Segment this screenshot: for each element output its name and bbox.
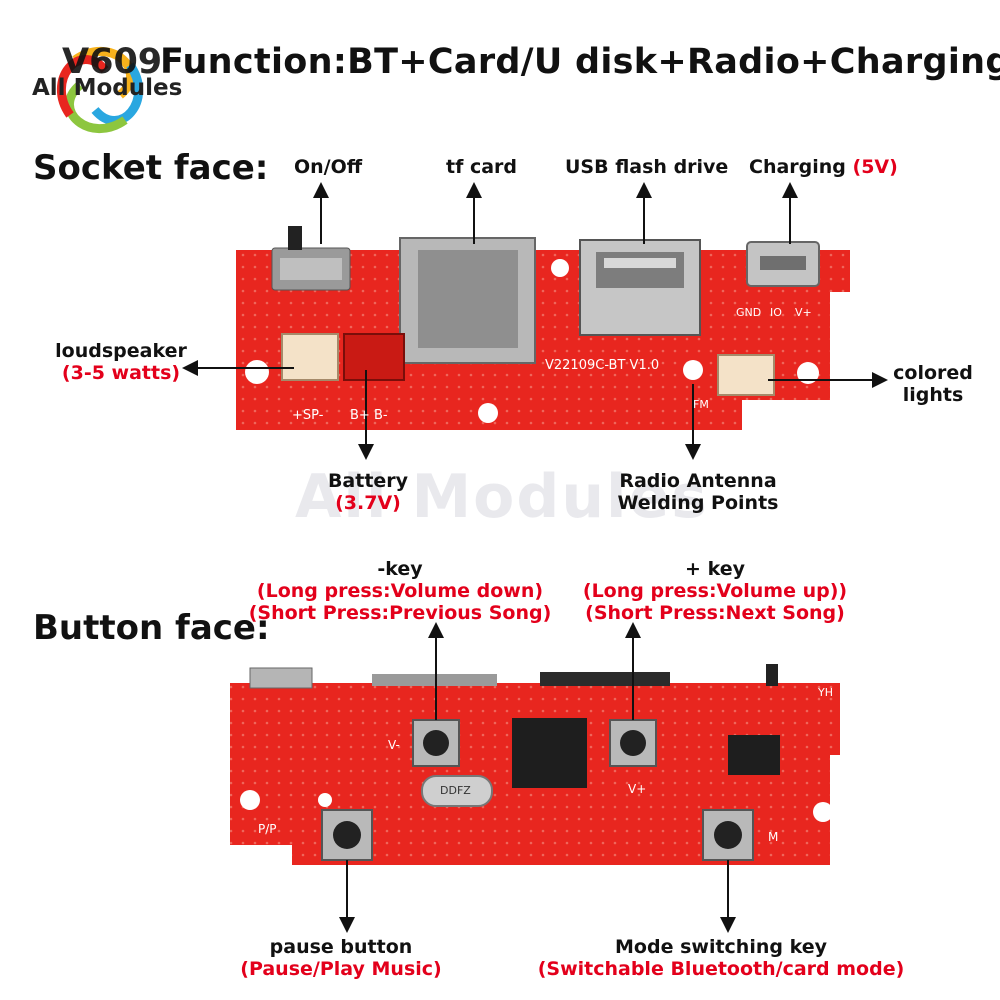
silk-m: M: [768, 830, 779, 844]
page-title: Function:BT+Card/U disk+Radio+Charging: [160, 42, 1000, 82]
label-pause-title: pause button: [269, 936, 413, 958]
silk-gnd: GND: [736, 306, 762, 319]
label-plus-key-short: (Short Press:Next Song): [585, 602, 845, 624]
label-battery-text: Battery: [327, 470, 409, 492]
label-minus-key-long: (Long press:Volume down): [256, 580, 544, 602]
label-pause-button: pause button (Pause/Play Music): [230, 936, 452, 980]
socket-face-board: [236, 226, 850, 430]
button-face-heading: Button face:: [33, 608, 270, 648]
label-on-off: On/Off: [294, 156, 363, 178]
silk-io: IO: [770, 306, 782, 319]
label-usb-flash-drive: USB flash drive: [565, 156, 729, 178]
label-radio-2: Welding Points: [617, 492, 779, 514]
label-mode-desc: (Switchable Bluetooth/card mode): [537, 958, 905, 980]
silk-speaker: +SP-: [292, 408, 324, 423]
silk-vplus: V+: [795, 306, 812, 319]
socket-face-heading: Socket face:: [33, 148, 269, 188]
label-minus-key-title: -key: [377, 558, 423, 580]
label-plus-key: + key (Long press:Volume up)) (Short Pre…: [578, 558, 852, 624]
button-face-board: [230, 664, 840, 865]
label-battery: Battery (3.7V): [318, 470, 418, 514]
label-plus-key-long: (Long press:Volume up)): [582, 580, 848, 602]
label-charging-text: Charging: [749, 156, 846, 178]
watermark-text: All Modules: [295, 462, 710, 532]
label-colored-lights-2: lights: [902, 384, 964, 406]
label-radio-1: Radio Antenna: [619, 470, 777, 492]
silk-pp: P/P: [258, 822, 277, 836]
label-minus-key-short: (Short Press:Previous Song): [248, 602, 552, 624]
label-mode-key: Mode switching key (Switchable Bluetooth…: [530, 936, 912, 980]
silk-vplus-button: V+: [628, 782, 647, 796]
label-battery-value: (3.7V): [335, 492, 401, 514]
silk-fm: FM: [693, 398, 709, 411]
label-charging: Charging (5V): [749, 156, 898, 178]
label-tf-card: tf card: [446, 156, 518, 178]
label-colored-lights: colored lights: [880, 362, 986, 406]
title-model: V609: [62, 42, 163, 82]
pcb-model-text: V22109C-BT V1.0: [545, 358, 660, 373]
label-loudspeaker-text: loudspeaker: [55, 340, 187, 362]
silk-battery: B+ B-: [350, 408, 388, 423]
crystal-marking: DDFZ: [440, 784, 471, 797]
label-pause-desc: (Pause/Play Music): [240, 958, 442, 980]
label-radio-antenna: Radio Antenna Welding Points: [600, 470, 796, 514]
silk-vminus-button: V-: [388, 738, 400, 752]
label-loudspeaker: loudspeaker (3-5 watts): [50, 340, 192, 384]
label-mode-title: Mode switching key: [615, 936, 827, 958]
label-plus-key-title: + key: [685, 558, 745, 580]
label-loudspeaker-value: (3-5 watts): [61, 362, 181, 384]
silk-yh: YH: [818, 686, 833, 699]
label-charging-value: (5V): [852, 156, 898, 178]
logo-text: All Modules: [32, 75, 183, 101]
label-colored-lights-1: colored: [893, 362, 973, 384]
label-minus-key: -key (Long press:Volume down) (Short Pre…: [248, 558, 552, 624]
